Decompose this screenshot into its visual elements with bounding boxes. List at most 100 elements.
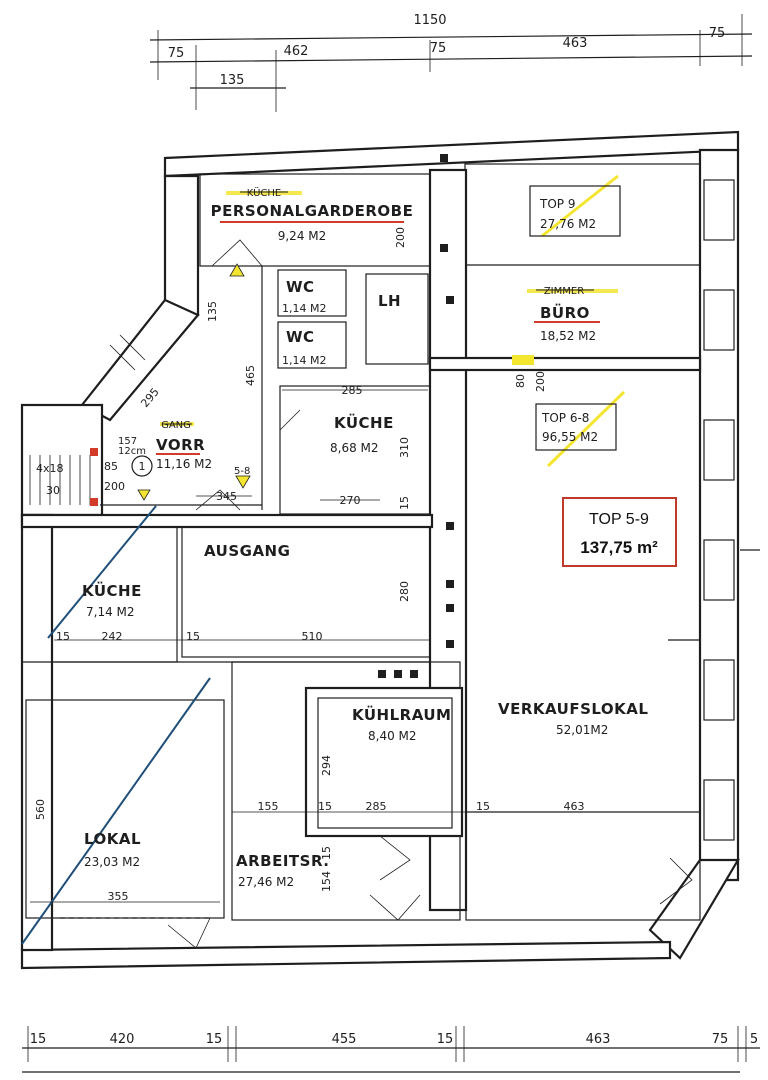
highlight-area: 137,75 m² [580, 538, 658, 557]
inner-dimensions: 200 135 465 295 285 310 80 200 270 15 34… [30, 227, 700, 903]
arbeitsr-name: ARBEITSR. [236, 852, 329, 870]
dim-mid-wall: 75 [430, 41, 447, 56]
room-kueche-1: KÜCHE 8,68 M2 [330, 413, 394, 455]
room-wc-2: WC 1,14 M2 [282, 328, 326, 367]
dim-80: 80 [514, 374, 527, 388]
dim-bottom-e: 15 [437, 1032, 454, 1047]
dim-15-b: 15 [56, 630, 70, 643]
dim-155: 155 [258, 800, 279, 813]
dim-285-a: 285 [342, 384, 363, 397]
kueche1-name: KÜCHE [334, 413, 394, 432]
kuehlraum-area: 8,40 M2 [368, 729, 417, 743]
dim-200-b: 200 [534, 371, 547, 392]
warning-triangle-icon [137, 489, 151, 501]
dim-sub: 135 [220, 73, 245, 88]
dim-310: 310 [398, 437, 411, 458]
room-wc-1: WC 1,14 M2 [282, 278, 326, 315]
label-5-8: 5-8 [234, 466, 250, 477]
dim-345: 345 [216, 490, 237, 503]
dim-15-d: 15 [318, 800, 332, 813]
dim-bottom-g: 75 [712, 1032, 729, 1047]
dim-bottom-c: 15 [206, 1032, 223, 1047]
dim-560: 560 [34, 799, 47, 820]
room-kueche-2: KÜCHE 7,14 M2 [82, 581, 142, 619]
dim-510: 510 [302, 630, 323, 643]
dim-270: 270 [340, 494, 361, 507]
kueche2-name: KÜCHE [82, 581, 142, 600]
dim-4x18: 4x18 [36, 462, 64, 475]
dim-280: 280 [398, 581, 411, 602]
verkaufslokal-name: VERKAUFSLOKAL [498, 700, 648, 718]
dim-154: 154 [320, 871, 333, 892]
dim-left-span: 462 [284, 44, 309, 59]
wc2-area: 1,14 M2 [282, 354, 326, 367]
dim-bottom-h: 5 [750, 1032, 758, 1047]
top-dimensions: 1150 75 462 75 463 75 135 [149, 13, 753, 112]
kueche2-area: 7,14 M2 [86, 605, 135, 619]
highlight-title: TOP 5-9 [589, 511, 649, 528]
lokal-area: 23,03 M2 [84, 855, 140, 869]
ausgang-name: AUSGANG [204, 542, 290, 560]
vorr-strike-label: GANG [161, 420, 191, 431]
dim-30: 30 [46, 484, 60, 497]
dim-200-a: 200 [394, 227, 407, 248]
dim-85: 85 [104, 460, 118, 473]
dim-200-c: 200 [104, 480, 125, 493]
entrance-marker: 1 5-8 [131, 263, 251, 501]
arbeitsr-area: 27,46 M2 [238, 875, 294, 889]
dim-463: 463 [564, 800, 585, 813]
stairs [29, 334, 146, 506]
warning-triangle-icon [229, 263, 245, 277]
dim-bottom-a: 15 [30, 1032, 47, 1047]
wc1-name: WC [286, 278, 315, 296]
dim-total: 1150 [413, 13, 446, 28]
dim-15-e: 15 [476, 800, 490, 813]
right-windows [668, 179, 760, 841]
personalgarderobe-name: PERSONALGARDEROBE [211, 202, 414, 220]
dim-right-wall: 75 [709, 26, 726, 41]
top68-area: 96,55 M2 [542, 430, 598, 444]
wc2-name: WC [286, 328, 315, 346]
buero-area: 18,52 M2 [540, 329, 596, 343]
vorr-area: 11,16 M2 [156, 457, 212, 471]
door-swings [167, 239, 693, 949]
top68-name: TOP 6-8 [541, 411, 589, 425]
marker-number: 1 [139, 460, 146, 473]
buero-strike-label: ZIMMER [544, 286, 584, 297]
dim-bottom-f: 463 [586, 1032, 611, 1047]
dim-295: 295 [138, 385, 161, 409]
highlight-top59: TOP 5-9 137,75 m² [562, 497, 677, 567]
dim-right-span: 463 [563, 36, 588, 51]
room-personalgarderobe: KÜCHE PERSONALGARDEROBE 9,24 M2 [211, 186, 414, 243]
annotation-lines [21, 505, 211, 945]
room-buero: ZIMMER BÜRO 18,52 M2 [534, 286, 600, 343]
dim-15-a: 15 [398, 496, 411, 510]
room-verkaufslokal: VERKAUFSLOKAL 52,01M2 [498, 700, 648, 737]
room-ausgang: AUSGANG [204, 542, 290, 560]
room-top68: TOP 6-8 96,55 M2 [535, 403, 617, 451]
dim-12cm: 12cm [118, 446, 146, 457]
bottom-dimensions: 15 420 15 455 15 463 75 5 [22, 1026, 760, 1073]
verkaufslokal-area: 52,01M2 [556, 723, 608, 737]
outer-walls [20, 130, 740, 970]
dim-15-f: 15 [320, 846, 333, 860]
personalgarderobe-area: 9,24 M2 [278, 229, 327, 243]
wc1-area: 1,14 M2 [282, 302, 326, 315]
dim-355: 355 [108, 890, 129, 903]
dim-242: 242 [102, 630, 123, 643]
top9-name: TOP 9 [539, 197, 575, 211]
dim-bottom-b: 420 [110, 1032, 135, 1047]
dim-157: 157 [118, 436, 137, 447]
top9-area: 27,76 M2 [540, 217, 596, 231]
room-kuehlraum: KÜHLRAUM 8,40 M2 [352, 705, 451, 743]
column-markers [378, 154, 454, 678]
room-top9: TOP 9 27,76 M2 [529, 185, 621, 237]
lokal-name: LOKAL [84, 830, 141, 848]
dim-465: 465 [244, 365, 257, 386]
dim-285-b: 285 [366, 800, 387, 813]
kuehlraum-name: KÜHLRAUM [352, 705, 451, 724]
room-lh: LH [378, 292, 401, 310]
lh-name: LH [378, 292, 401, 310]
vorr-name: VORR [156, 436, 205, 454]
